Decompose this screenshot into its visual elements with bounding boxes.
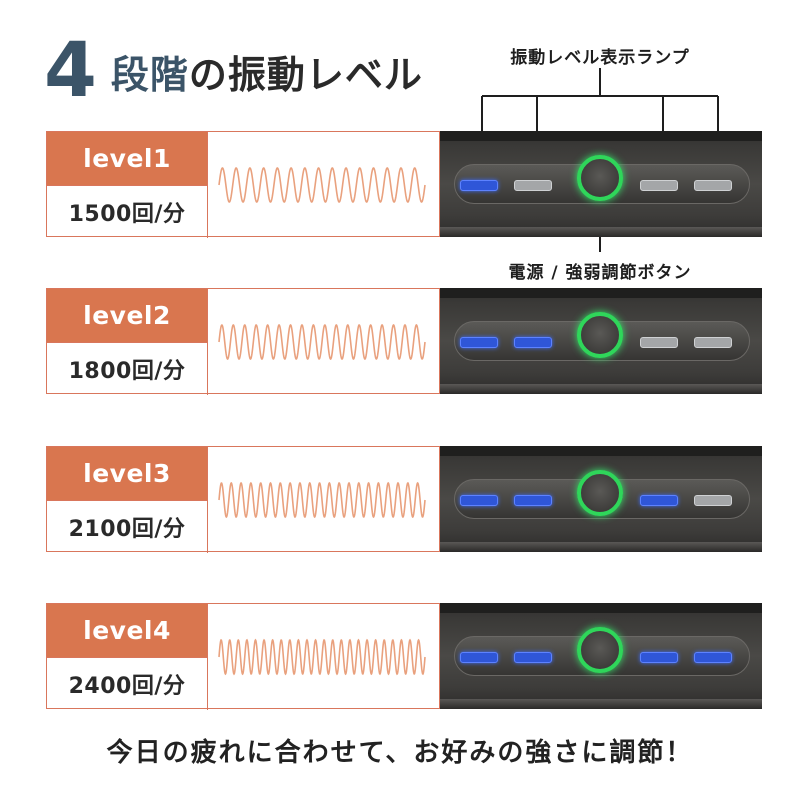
power-button <box>577 470 623 516</box>
rate-label: 1500回/分 <box>47 185 207 238</box>
level-row: level1 1500回/分 <box>46 131 762 239</box>
footer-text: 今日の疲れに合わせて、お好みの強さに調節！ <box>106 738 694 768</box>
level-lamp-on <box>514 337 552 348</box>
panel-top-strip <box>440 603 762 613</box>
level-info-box: level4 2400回/分 <box>46 603 440 710</box>
level-label: level4 <box>47 604 207 657</box>
divider <box>207 447 208 553</box>
level-row: level3 2100回/分 <box>46 446 762 554</box>
level-lamp-off <box>694 337 732 348</box>
vibration-wave <box>218 481 426 519</box>
panel-edge <box>440 699 762 709</box>
divider <box>207 604 208 710</box>
wave-line <box>218 481 426 519</box>
wave-line <box>218 323 426 361</box>
vibration-wave <box>218 167 426 203</box>
wave-line <box>218 638 426 676</box>
panel-top-strip <box>440 446 762 456</box>
panel-top-strip <box>440 288 762 298</box>
panel-edge <box>440 384 762 394</box>
divider <box>207 289 208 395</box>
button-label: 電源 / 強弱調節ボタン <box>508 263 692 283</box>
level-lamp-off <box>694 180 732 191</box>
panel-top-strip <box>440 131 762 141</box>
level-info-box: level3 2100回/分 <box>46 446 440 553</box>
rate-label: 2400回/分 <box>47 657 207 710</box>
rate-label: 2100回/分 <box>47 500 207 553</box>
level-label: level3 <box>47 447 207 500</box>
level-lamp-on <box>514 652 552 663</box>
level-lamp-on <box>640 495 678 506</box>
level-lamp-on <box>460 652 498 663</box>
divider <box>207 132 208 238</box>
power-button <box>577 312 623 358</box>
page-title: 4 段階の振動レベル <box>44 18 423 108</box>
level-row: level4 2400回/分 <box>46 603 762 711</box>
level-label: level1 <box>47 132 207 185</box>
level-lamp-on <box>460 337 498 348</box>
title-text: 段階の振動レベル <box>111 56 423 94</box>
level-info-box: level1 1500回/分 <box>46 131 440 238</box>
title-rest: の振動レベル <box>188 53 423 97</box>
level-lamp-off <box>694 495 732 506</box>
level-lamp-off <box>514 180 552 191</box>
level-lamp-on <box>514 495 552 506</box>
power-button <box>577 155 623 201</box>
vibration-wave <box>218 638 426 676</box>
level-label: level2 <box>47 289 207 342</box>
level-row: level2 1800回/分 <box>46 288 762 396</box>
lamp-label: 振動レベル表示ランプ <box>510 48 690 68</box>
level-info-box: level2 1800回/分 <box>46 288 440 395</box>
level-lamp-off <box>640 337 678 348</box>
wave-line <box>218 167 426 203</box>
vibration-wave <box>218 323 426 361</box>
rate-label: 1800回/分 <box>47 342 207 395</box>
panel-edge <box>440 227 762 237</box>
power-button <box>577 627 623 673</box>
level-lamp-on <box>694 652 732 663</box>
control-panel-photo <box>440 446 762 552</box>
title-accent: 段階 <box>110 53 189 97</box>
control-panel-photo <box>440 131 762 237</box>
panel-edge <box>440 542 762 552</box>
control-panel-photo <box>440 603 762 709</box>
level-lamp-off <box>640 180 678 191</box>
level-lamp-on <box>640 652 678 663</box>
title-number: 4 <box>44 25 97 114</box>
control-panel-photo <box>440 288 762 394</box>
level-lamp-on <box>460 495 498 506</box>
level-lamp-on <box>460 180 498 191</box>
